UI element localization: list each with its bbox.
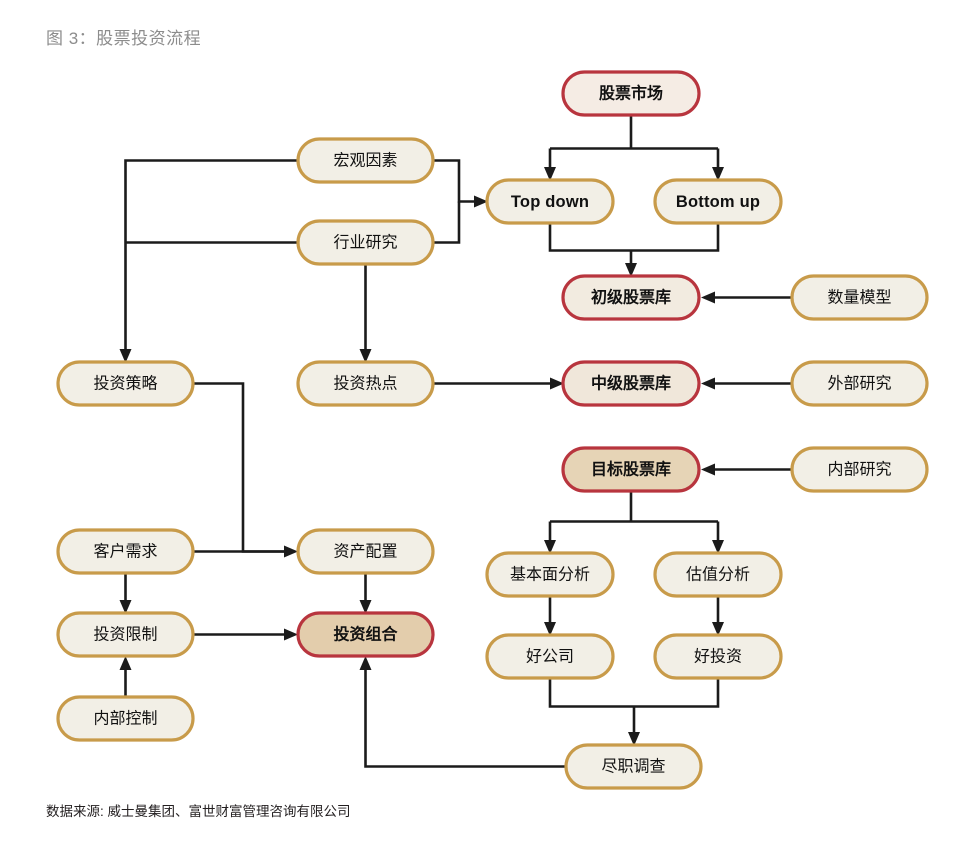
node-mid-pool[interactable]: 中级股票库 bbox=[561, 360, 701, 407]
edge-macro-to-topdown bbox=[433, 159, 477, 203]
node-investment-strategy-shape[interactable] bbox=[56, 360, 195, 407]
node-bottom-up[interactable]: Bottom up bbox=[653, 178, 783, 225]
node-mid-pool-shape[interactable] bbox=[561, 360, 701, 407]
edge-limits-to-portfolio-arrow bbox=[284, 628, 298, 641]
edge-dd-stem-arrow bbox=[628, 732, 640, 746]
node-bottom-up-shape[interactable] bbox=[653, 178, 783, 225]
edge-target-to-fundamental-arrow bbox=[544, 540, 556, 554]
node-investment-hotspot[interactable]: 投资热点 bbox=[296, 360, 435, 407]
node-investment-strategy[interactable]: 投资策略 bbox=[56, 360, 195, 407]
edge-quant-to-primary-arrow bbox=[701, 291, 715, 304]
edge-industry-to-topdown bbox=[433, 201, 461, 244]
edge-fundamental-to-goodcompany-arrow bbox=[544, 622, 556, 636]
node-external-research-shape[interactable] bbox=[790, 360, 929, 407]
node-industry-research-shape[interactable] bbox=[296, 219, 435, 266]
edge-target-split-stem bbox=[550, 491, 718, 523]
edge-dd-to-portfolio-arrow bbox=[359, 656, 372, 670]
edge-valuation-to-goodinvestment-arrow bbox=[712, 622, 724, 636]
edge-industry-to-hotspot-arrow bbox=[359, 349, 372, 363]
edge-allocation-to-portfolio-arrow bbox=[359, 600, 372, 614]
source-note: 数据来源: 威士曼集团、富世财富管理咨询有限公司 bbox=[46, 804, 351, 819]
node-macro-factors[interactable]: 宏观因素 bbox=[296, 137, 435, 184]
edge-macro-to-strategy bbox=[124, 159, 298, 352]
node-top-down-shape[interactable] bbox=[485, 178, 615, 225]
edge-strategy-to-allocation-arrow bbox=[284, 545, 298, 558]
node-primary-pool-shape[interactable] bbox=[561, 274, 701, 321]
node-quant-model[interactable]: 数量模型 bbox=[790, 274, 929, 321]
node-good-investment-shape[interactable] bbox=[653, 633, 783, 680]
node-asset-allocation[interactable]: 资产配置 bbox=[296, 528, 435, 575]
node-good-company[interactable]: 好公司 bbox=[485, 633, 615, 680]
node-valuation-analysis-shape[interactable] bbox=[653, 551, 783, 598]
node-fundamental-analysis-shape[interactable] bbox=[485, 551, 615, 598]
node-top-down[interactable]: Top down bbox=[485, 178, 615, 225]
node-industry-research[interactable]: 行业研究 bbox=[296, 219, 435, 266]
edge-control-to-limits-arrow bbox=[119, 656, 132, 670]
node-asset-allocation-shape[interactable] bbox=[296, 528, 435, 575]
node-target-pool[interactable]: 目标股票库 bbox=[561, 446, 701, 493]
node-internal-control-shape[interactable] bbox=[56, 695, 195, 742]
node-quant-model-shape[interactable] bbox=[790, 274, 929, 321]
node-external-research[interactable]: 外部研究 bbox=[790, 360, 929, 407]
node-macro-factors-shape[interactable] bbox=[296, 137, 435, 184]
node-target-pool-shape[interactable] bbox=[561, 446, 701, 493]
node-client-needs-shape[interactable] bbox=[56, 528, 195, 575]
node-internal-research-shape[interactable] bbox=[790, 446, 929, 493]
node-investment-hotspot-shape[interactable] bbox=[296, 360, 435, 407]
node-internal-control[interactable]: 内部控制 bbox=[56, 695, 195, 742]
edge-layer bbox=[119, 115, 792, 768]
edge-hotspot-to-mid-arrow bbox=[550, 377, 564, 390]
edge-client-to-limits-arrow bbox=[119, 600, 132, 614]
node-client-needs[interactable]: 客户需求 bbox=[56, 528, 195, 575]
edge-macro-to-strategy-arrow bbox=[119, 349, 132, 363]
node-valuation-analysis[interactable]: 估值分析 bbox=[653, 551, 783, 598]
node-portfolio-shape[interactable] bbox=[296, 611, 435, 658]
edge-good-merge-to-dd bbox=[548, 678, 720, 708]
node-layer: 股票市场 Top down Bottom up 宏观因素 行业研究 投资策略 投… bbox=[56, 70, 929, 790]
edge-internal-to-target-arrow bbox=[701, 463, 715, 476]
node-stock-market-shape[interactable] bbox=[561, 70, 701, 117]
node-portfolio[interactable]: 投资组合 bbox=[296, 611, 435, 658]
node-due-diligence-shape[interactable] bbox=[564, 743, 703, 790]
edge-topdown-to-primary bbox=[548, 223, 720, 252]
edge-merge-to-primary-arrow bbox=[625, 263, 637, 277]
edge-market-to-bottomup-arrow bbox=[712, 167, 724, 181]
node-investment-limits[interactable]: 投资限制 bbox=[56, 611, 195, 658]
node-good-company-shape[interactable] bbox=[485, 633, 615, 680]
node-fundamental-analysis[interactable]: 基本面分析 bbox=[485, 551, 615, 598]
edge-external-to-mid-arrow bbox=[701, 377, 715, 390]
edge-dd-to-portfolio bbox=[364, 667, 566, 768]
node-stock-market[interactable]: 股票市场 bbox=[561, 70, 701, 117]
node-internal-research[interactable]: 内部研究 bbox=[790, 446, 929, 493]
edge-strategy-to-allocation bbox=[193, 382, 287, 553]
edge-market-split-stem bbox=[550, 115, 718, 150]
page-title: 图 3：股票投资流程 bbox=[46, 29, 202, 48]
edge-macro-to-topdown-arrow bbox=[474, 195, 488, 208]
node-investment-limits-shape[interactable] bbox=[56, 611, 195, 658]
edge-target-to-valuation-arrow bbox=[712, 540, 724, 554]
edge-market-to-topdown-arrow bbox=[544, 167, 556, 181]
node-good-investment[interactable]: 好投资 bbox=[653, 633, 783, 680]
node-primary-pool[interactable]: 初级股票库 bbox=[561, 274, 701, 321]
node-due-diligence[interactable]: 尽职调查 bbox=[564, 743, 703, 790]
